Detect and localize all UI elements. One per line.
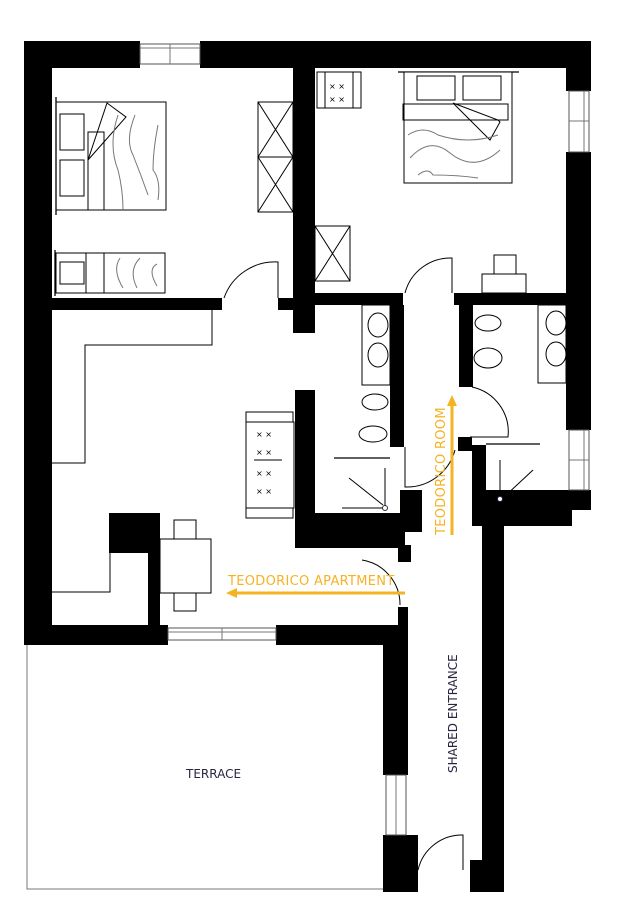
svg-text:× ×: × × [329, 95, 345, 104]
svg-text:× ×: × × [256, 448, 272, 457]
label-teodorico-apartment: TEODORICO APARTMENT [227, 574, 395, 589]
label-teodorico-room: TEODORICO ROOM [434, 407, 449, 536]
desk-with-chair [481, 254, 527, 294]
apartment-route: TEODORICO APARTMENT [226, 574, 405, 598]
svg-text:× ×: × × [256, 469, 272, 478]
apartment-bathroom [334, 304, 391, 511]
double-bed-1 [55, 97, 167, 215]
svg-text:× ×: × × [256, 430, 272, 439]
dining-table [159, 519, 212, 612]
wardrobe-2 [314, 225, 351, 282]
room-route: TEODORICO ROOM [434, 395, 457, 536]
terrace [26, 645, 383, 890]
room-bathroom [473, 304, 567, 502]
svg-text:× ×: × × [329, 82, 345, 91]
kitchen-counter [52, 310, 213, 593]
single-bed [54, 250, 166, 296]
svg-text:× ×: × × [256, 487, 272, 496]
label-terrace: TERRACE [185, 767, 241, 781]
walls [24, 41, 591, 892]
wardrobe-1 [257, 101, 294, 213]
sofa: × × × × × × × × [245, 411, 295, 519]
armchair: × × × × [316, 71, 362, 109]
label-shared-entrance: SHARED ENTRANCE [446, 654, 460, 773]
double-bed-2 [398, 71, 519, 184]
windows [139, 43, 590, 836]
